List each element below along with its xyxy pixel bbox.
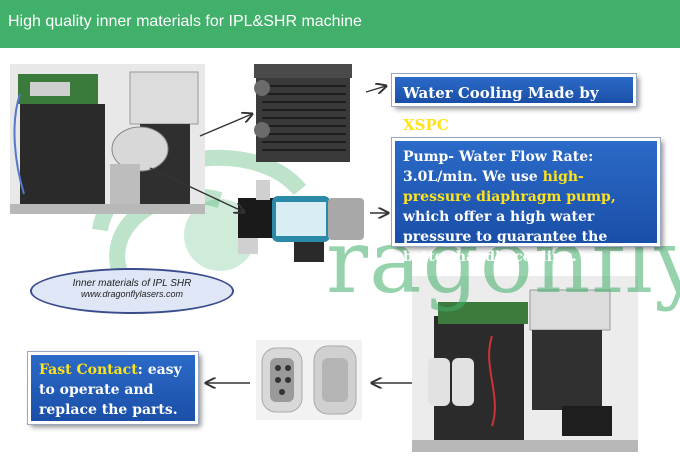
inner-materials-title: Inner materials of IPL SHR (72, 278, 192, 289)
website-text: www.dragonflylasers.com (80, 289, 184, 299)
xspc-brand: XSPC (403, 116, 449, 134)
water-cooling-callout: Water Cooling Made by XSPC (391, 73, 637, 134)
arrow-to-cooling-callout (365, 86, 386, 92)
pump-photo (238, 180, 364, 262)
arrow-to-radiator (199, 114, 252, 137)
inner-materials-label: Inner materials of IPL SHR www.dragonfly… (30, 268, 234, 314)
pump-text-part2: which offer a high water pressure to gua… (403, 209, 608, 265)
machine-inner-photo (10, 64, 205, 214)
machine-assembled-photo (412, 276, 638, 452)
header-bar: High quality inner materials for IPL&SHR… (0, 0, 680, 48)
arrow-to-pump (149, 167, 244, 212)
page-title: High quality inner materials for IPL&SHR… (8, 13, 362, 30)
radiator-photo (254, 64, 352, 162)
fast-contact-highlight: Fast Contact (39, 362, 138, 378)
pump-text-part1: Pump- Water Flow Rate: 3.0L/min. We use (403, 149, 594, 185)
connector-photo (256, 340, 362, 420)
fast-contact-callout: Fast Contact: easy to operate and replac… (27, 351, 199, 425)
fast-contact-text: : easy to operate and replace the parts. (39, 362, 182, 418)
pump-callout: Pump- Water Flow Rate: 3.0L/min. We use … (391, 137, 661, 265)
water-cooling-text: Water Cooling Made by (403, 84, 599, 102)
pump-highlight: high-pressure diaphragm pump, (403, 169, 616, 205)
